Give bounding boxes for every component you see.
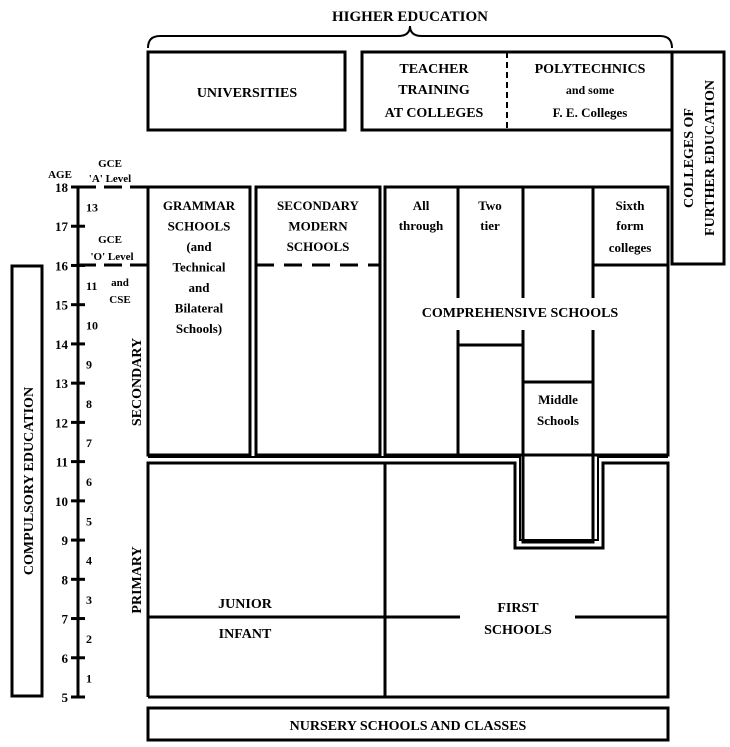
grammar-line: Technical	[173, 260, 226, 275]
cse-label: CSE	[109, 294, 130, 306]
grammar-line: Bilateral	[175, 301, 224, 316]
school-year-label: 13	[86, 201, 98, 215]
age-tick-label: 10	[55, 494, 68, 509]
sixth-form-label: Sixth	[616, 198, 646, 213]
age-tick-label: 18	[55, 180, 69, 195]
gce-a-label: 'A' Level	[89, 173, 131, 185]
age-ticks: 18 17 16 15 14 13 12 11 10 9 8 7 6 5	[55, 180, 85, 705]
comprehensive-label: COMPREHENSIVE SCHOOLS	[422, 306, 619, 321]
school-year-label: 5	[86, 514, 92, 528]
two-tier-label: tier	[480, 218, 500, 233]
grammar-line: SCHOOLS	[168, 219, 231, 234]
sixth-form-label: form	[616, 218, 644, 233]
universities-label: UNIVERSITIES	[197, 86, 298, 101]
age-tick-label: 15	[55, 298, 69, 313]
age-tick-label: 7	[62, 612, 69, 627]
school-year-label: 8	[86, 397, 92, 411]
compulsory-education-box	[10, 264, 44, 698]
teacher-line: TEACHER	[399, 62, 469, 77]
fe-line: COLLEGES OF	[682, 108, 697, 208]
grammar-line: Schools)	[176, 321, 222, 336]
all-through-label: through	[399, 218, 444, 233]
nursery-label: NURSERY SCHOOLS AND CLASSES	[290, 719, 527, 734]
infant-label: INFANT	[219, 627, 272, 642]
gce-o-label: 'O' Level	[90, 251, 133, 263]
age-tick-label: 9	[62, 533, 69, 548]
school-year-label: 9	[86, 358, 92, 372]
primary-double-line	[148, 456, 668, 541]
comprehensive-box	[383, 185, 670, 457]
teacher-line: TRAINING	[398, 83, 470, 98]
primary-stage-label: PRIMARY	[130, 546, 145, 613]
universities-box	[146, 50, 347, 132]
age-tick-label: 16	[55, 258, 69, 273]
age-tick-label: 13	[55, 376, 69, 391]
poly-line: and some	[566, 83, 615, 97]
first-schools-label: SCHOOLS	[484, 623, 552, 638]
sixth-form-label: colleges	[609, 240, 652, 255]
two-tier-label: Two	[478, 198, 502, 213]
compulsory-label: COMPULSORY EDUCATION	[22, 387, 37, 575]
school-year-label: 3	[86, 593, 92, 607]
fe-line: FURTHER EDUCATION	[703, 80, 718, 236]
age-tick-label: 6	[62, 651, 69, 666]
modern-line: SECONDARY	[277, 198, 359, 213]
teacher-training-label: TEACHER TRAINING AT COLLEGES	[385, 62, 484, 121]
grammar-schools-box	[146, 185, 252, 457]
secondary-modern-label: SECONDARY MODERN SCHOOLS	[277, 198, 359, 254]
school-year-label: 11	[86, 279, 97, 293]
age-tick-label: 11	[56, 455, 68, 470]
modern-line: MODERN	[288, 219, 348, 234]
gce-a-label: GCE	[98, 158, 122, 170]
age-tick-label: 8	[62, 572, 69, 587]
school-year-labels: 13 11 10 9 8 7 6 5 4 3 2 1	[86, 201, 98, 686]
age-tick-label: 5	[62, 690, 69, 705]
nursery-box	[146, 706, 670, 742]
middle-schools-label: Middle	[538, 392, 578, 407]
secondary-modern-box	[254, 185, 382, 457]
school-year-label: 7	[86, 436, 92, 450]
polytechnics-label: POLYTECHNICS and some F. E. Colleges	[535, 62, 646, 120]
school-year-label: 4	[86, 554, 92, 568]
poly-line: POLYTECHNICS	[535, 62, 646, 77]
further-education-box	[670, 50, 726, 266]
grammar-line: GRAMMAR	[163, 198, 236, 213]
age-tick-label: 14	[55, 337, 69, 352]
teacher-line: AT COLLEGES	[385, 106, 484, 121]
age-tick-label: 12	[55, 415, 68, 430]
secondary-stage-label: SECONDARY	[130, 338, 145, 426]
middle-schools-box	[521, 380, 595, 544]
middle-schools-label: Schools	[537, 413, 579, 428]
school-year-label: 10	[86, 318, 98, 332]
cse-label: and	[111, 277, 129, 289]
grammar-line: and	[189, 280, 211, 295]
all-through-label: All	[413, 198, 430, 213]
age-label: AGE	[48, 169, 72, 181]
school-year-label: 2	[86, 632, 92, 646]
gce-o-label: GCE	[98, 234, 122, 246]
grammar-line: (and	[186, 239, 212, 254]
school-year-label: 1	[86, 671, 92, 685]
higher-education-brace	[147, 25, 673, 49]
junior-label: JUNIOR	[218, 597, 273, 612]
first-schools-label: FIRST	[497, 601, 539, 616]
school-year-label: 6	[86, 475, 92, 489]
primary-boxes	[146, 461, 670, 699]
modern-line: SCHOOLS	[287, 239, 350, 254]
poly-line: F. E. Colleges	[553, 105, 628, 120]
higher-education-title: HIGHER EDUCATION	[332, 9, 488, 25]
age-tick-label: 17	[55, 219, 69, 234]
